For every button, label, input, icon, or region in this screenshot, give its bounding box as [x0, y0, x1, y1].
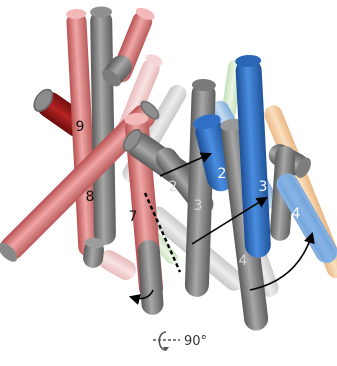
label-helix-7: 7	[129, 209, 138, 225]
label-grey-2: 2	[169, 179, 178, 195]
label-blue-4: 4	[292, 206, 301, 222]
label-blue-3: 3	[259, 179, 268, 195]
label-blue-2: 2	[218, 166, 227, 182]
label-helix-9: 9	[76, 119, 85, 135]
rotation-indicator: 90°	[153, 332, 207, 351]
label-gamma: γ	[33, 122, 41, 138]
label-grey-3: 3	[194, 198, 203, 214]
label-grey-4: 4	[239, 253, 248, 269]
rotation-angle-label: 90°	[184, 334, 207, 349]
helix-9-grey	[90, 6, 116, 245]
label-helix-8: 8	[86, 189, 95, 205]
rotate-axis-icon	[153, 332, 180, 351]
